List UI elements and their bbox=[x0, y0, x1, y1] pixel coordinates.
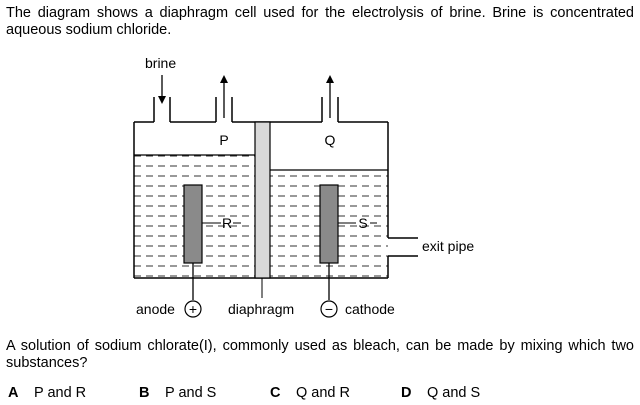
brine-inlet-pipe bbox=[153, 97, 171, 122]
exit-pipe bbox=[388, 237, 418, 257]
gas-outlet-pipe-p bbox=[215, 97, 233, 122]
option-text: Q and S bbox=[427, 385, 481, 401]
question-text: A solution of sodium chlorate(I), common… bbox=[6, 338, 634, 371]
region-s-label: S bbox=[358, 215, 367, 231]
region-r-label: R bbox=[222, 215, 232, 231]
option-b[interactable]: B P and S bbox=[139, 385, 216, 402]
gas-p-label: P bbox=[219, 132, 228, 148]
option-letter: B bbox=[139, 385, 150, 401]
option-text: Q and R bbox=[296, 385, 350, 401]
brine-label: brine bbox=[145, 55, 176, 71]
gas-q-label: Q bbox=[325, 132, 336, 148]
diaphragm bbox=[254, 121, 271, 279]
diaphragm-label: diaphragm bbox=[228, 301, 294, 317]
brine-inlet-arrow-icon bbox=[158, 75, 166, 104]
anode-sign: + bbox=[189, 301, 197, 317]
option-text: P and R bbox=[34, 385, 87, 401]
option-text: P and S bbox=[165, 385, 217, 401]
option-c[interactable]: C Q and R bbox=[270, 385, 350, 402]
cathode-sign: − bbox=[325, 301, 333, 317]
diaphragm-cell-diagram: + − brine P Q R S exit pipe anode diaphr… bbox=[133, 55, 474, 318]
gas-p-arrow-icon bbox=[220, 75, 228, 118]
anode-electrode bbox=[183, 184, 203, 264]
cathode-terminal-icon bbox=[320, 300, 338, 318]
intro-text: The diagram shows a diaphragm cell used … bbox=[6, 5, 634, 38]
option-d[interactable]: D Q and S bbox=[401, 385, 480, 402]
gas-outlet-pipe-q bbox=[321, 97, 339, 122]
anode-label: anode bbox=[136, 301, 175, 317]
cathode-electrode bbox=[319, 184, 339, 264]
exit-pipe-label: exit pipe bbox=[422, 238, 474, 254]
option-letter: A bbox=[8, 385, 19, 401]
anode-terminal-icon bbox=[184, 300, 202, 318]
option-a[interactable]: A P and R bbox=[8, 385, 86, 402]
option-letter: C bbox=[270, 385, 281, 401]
option-letter: D bbox=[401, 385, 412, 401]
gas-q-arrow-icon bbox=[326, 75, 334, 118]
cathode-label: cathode bbox=[345, 301, 395, 317]
